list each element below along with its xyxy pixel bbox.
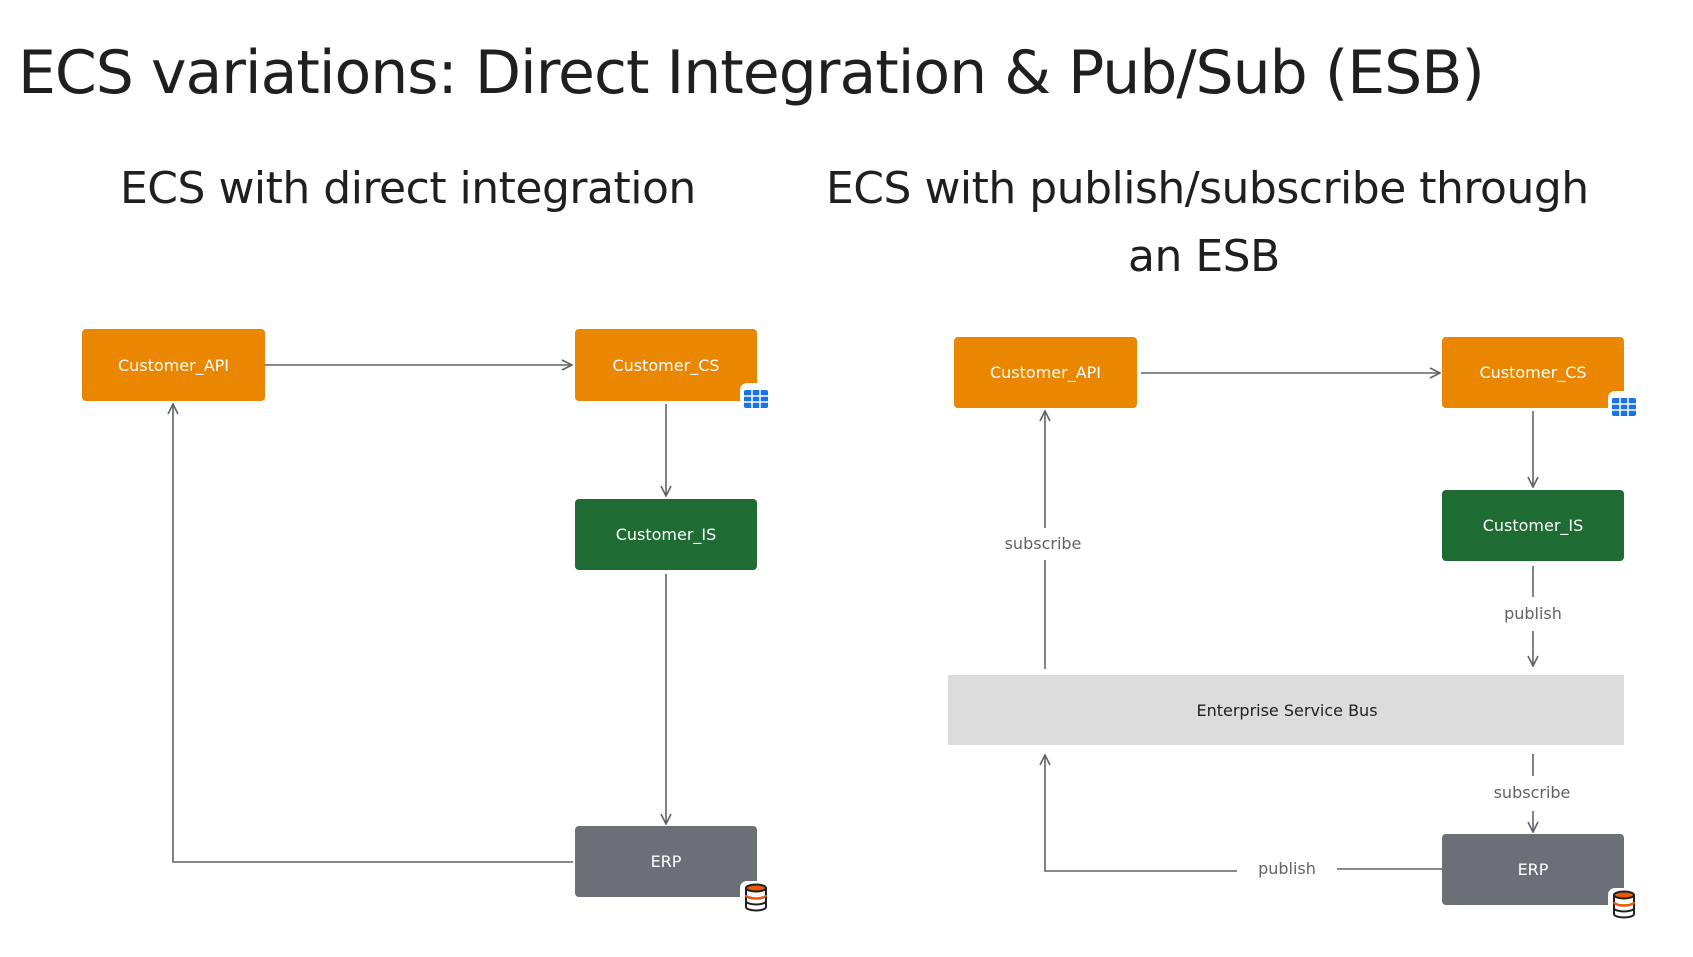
slide-title: ECS variations: Direct Integration & Pub…	[18, 38, 1485, 108]
left-node-customer-cs[interactable]: Customer_CS	[575, 329, 757, 401]
left-node-customer-is[interactable]: Customer_IS	[575, 499, 757, 570]
right-node-erp[interactable]: ERP	[1442, 834, 1624, 905]
right-node-customer-api-label: Customer_API	[990, 363, 1101, 383]
edge-label-publish-is: publish	[1504, 604, 1562, 623]
right-node-customer-is-label: Customer_IS	[1483, 516, 1584, 536]
left-node-customer-is-label: Customer_IS	[616, 525, 717, 545]
left-node-customer-api-label: Customer_API	[118, 356, 229, 376]
right-node-customer-is[interactable]: Customer_IS	[1442, 490, 1624, 561]
edge-label-subscribe-erp: subscribe	[1494, 783, 1571, 802]
left-node-erp[interactable]: ERP	[575, 826, 757, 897]
database-icon	[1606, 886, 1642, 922]
left-diagram: Customer_API Customer_CS Customer_IS ERP	[82, 329, 774, 915]
edge-label-publish-erp: publish	[1258, 859, 1316, 878]
left-node-erp-label: ERP	[651, 852, 682, 871]
table-icon	[739, 382, 773, 416]
edge-erp-to-api	[173, 404, 573, 863]
edge-erp-to-esb	[1045, 755, 1237, 872]
right-node-erp-label: ERP	[1518, 860, 1549, 879]
right-node-customer-api[interactable]: Customer_API	[954, 337, 1137, 408]
edge-label-subscribe-api: subscribe	[1005, 534, 1082, 553]
right-diagram: subscribe publish subscribe publish Cust…	[948, 337, 1642, 922]
right-node-customer-cs-label: Customer_CS	[1479, 363, 1586, 383]
right-diagram-title-line1: ECS with publish/subscribe through	[826, 163, 1589, 214]
table-icon	[1607, 390, 1641, 424]
left-diagram-title: ECS with direct integration	[120, 163, 696, 214]
right-node-esb[interactable]: Enterprise Service Bus	[948, 675, 1624, 745]
left-node-customer-cs-label: Customer_CS	[612, 356, 719, 376]
database-icon	[738, 879, 774, 915]
right-node-customer-cs[interactable]: Customer_CS	[1442, 337, 1624, 408]
right-diagram-title-line2: an ESB	[1128, 231, 1280, 282]
left-node-customer-api[interactable]: Customer_API	[82, 329, 265, 401]
right-node-esb-label: Enterprise Service Bus	[1196, 701, 1377, 720]
